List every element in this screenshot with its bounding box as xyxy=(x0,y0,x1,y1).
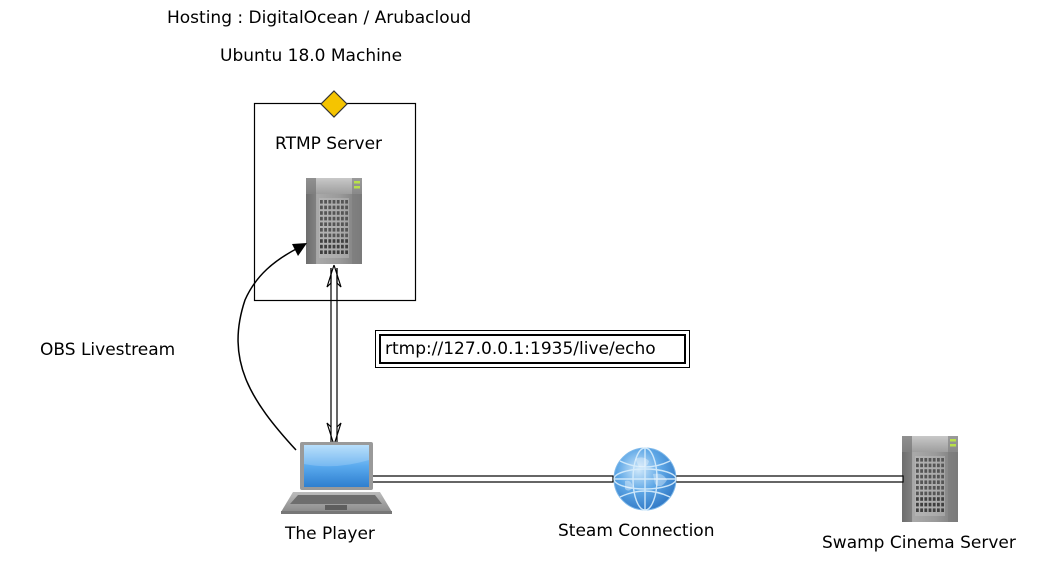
globe-icon[interactable] xyxy=(613,447,677,511)
edge-obs-livestream[interactable] xyxy=(237,243,307,451)
machine-label: Ubuntu 18.0 Machine xyxy=(220,46,403,66)
container-diamond-icon[interactable] xyxy=(320,90,348,118)
swamp-server-icon[interactable] xyxy=(902,436,958,522)
edge-player-steam[interactable] xyxy=(371,475,614,483)
rtmp-server-icon[interactable] xyxy=(306,178,362,264)
laptop-icon[interactable] xyxy=(281,442,392,514)
hosting-label: Hosting : DigitalOcean / Arubacloud xyxy=(167,8,472,28)
rtmp-server-label: RTMP Server xyxy=(275,134,383,154)
steam-connection-label: Steam Connection xyxy=(558,521,715,541)
arrowhead-icon xyxy=(292,243,307,256)
rtmp-url-box[interactable]: rtmp://127.0.0.1:1935/live/echo xyxy=(375,330,690,368)
obs-livestream-label: OBS Livestream xyxy=(40,340,176,360)
edge-rtmp-link[interactable] xyxy=(326,264,342,446)
rtmp-url-label: rtmp://127.0.0.1:1935/live/echo xyxy=(379,334,686,364)
swamp-server-label: Swamp Cinema Server xyxy=(822,533,1016,553)
edge-steam-swamp[interactable] xyxy=(675,475,904,483)
player-label: The Player xyxy=(285,524,375,544)
